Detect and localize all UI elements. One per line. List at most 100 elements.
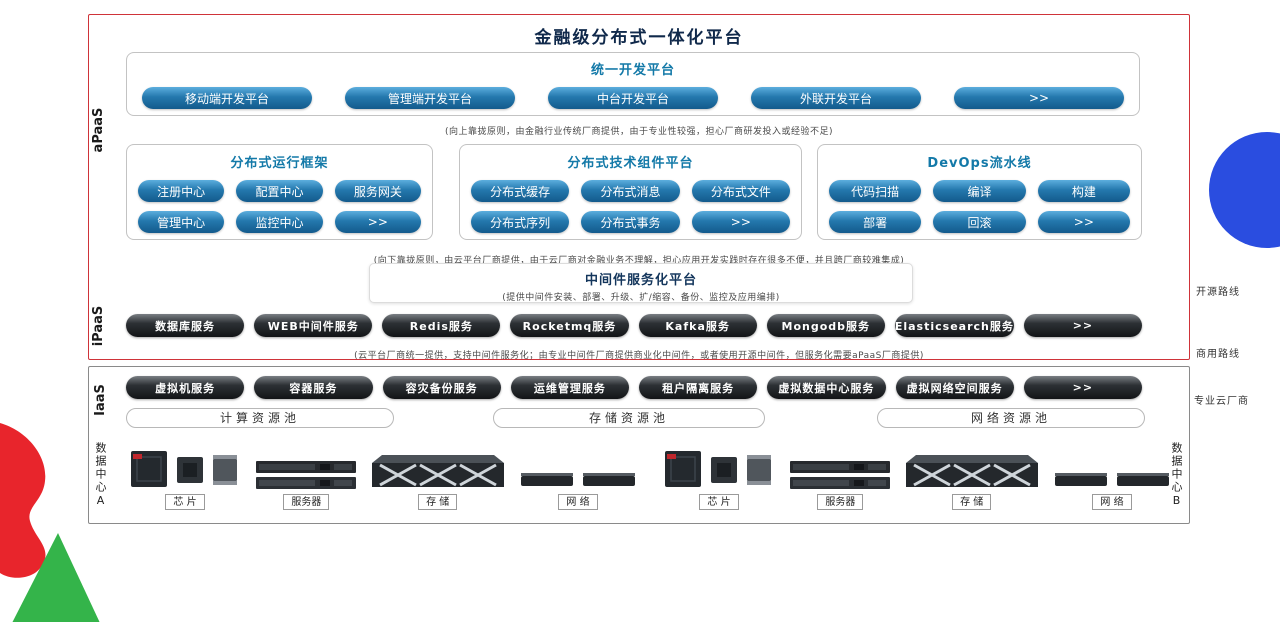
admin-dev-platform-button[interactable]: 管理端开发平台 (345, 87, 515, 109)
hardware-label-server: 服务器 (817, 494, 864, 510)
datacenter-a-label: 数据中心A (94, 442, 107, 509)
registry-center-button[interactable]: 注册中心 (138, 180, 225, 202)
distributed-file-button[interactable]: 分布式文件 (691, 180, 790, 202)
storage-resource-pool: 存储资源池 (493, 408, 765, 428)
storage-cluster: 存 储 (371, 449, 504, 510)
kafka-service-button[interactable]: Kafka服务 (638, 314, 757, 337)
decorative-green-triangle (12, 533, 100, 622)
mobile-dev-platform-button[interactable]: 移动端开发平台 (142, 87, 312, 109)
database-service-button[interactable]: 数据库服务 (126, 314, 245, 337)
chip-cluster: 芯 片 (663, 447, 775, 510)
rollback-button[interactable]: 回滚 (933, 211, 1026, 233)
network-image (520, 473, 635, 486)
distributed-transaction-button[interactable]: 分布式事务 (581, 211, 680, 233)
external-dev-platform-button[interactable]: 外联开发平台 (751, 87, 921, 109)
devops-row-1: 代码扫描 编译 构建 (829, 180, 1130, 202)
route-commercial-label: 商用路线 (1196, 349, 1240, 360)
runtime-row-1: 注册中心 配置中心 服务网关 (138, 180, 421, 202)
hardware-label-chip: 芯 片 (699, 494, 739, 510)
storage-image (371, 455, 504, 487)
note-down-principle: (向下靠拢原则，由云平台厂商提供，由于云厂商对金融业务不理解，担心应用开发实践时… (373, 256, 905, 266)
compile-button[interactable]: 编译 (933, 180, 1026, 202)
framework-box-devops: DevOps流水线 代码扫描 编译 构建 部署 回滚 >> (817, 144, 1142, 240)
chip-image (131, 451, 237, 487)
decorative-red-shape (0, 423, 46, 578)
chip-cluster: 芯 片 (129, 447, 241, 510)
iaas-service-row: 虚拟机服务 容器服务 容灾备份服务 运维管理服务 租户隔离服务 虚拟数据中心服务… (126, 376, 1142, 399)
more-dev-platforms-button[interactable]: >> (954, 87, 1124, 109)
virtual-network-space-service-button[interactable]: 虚拟网络空间服务 (895, 376, 1014, 399)
server-image (790, 461, 891, 489)
devops-row-2: 部署 回滚 >> (829, 211, 1130, 233)
tenant-isolation-service-button[interactable]: 租户隔离服务 (639, 376, 758, 399)
web-middleware-service-button[interactable]: WEB中间件服务 (254, 314, 373, 337)
middleware-platform-title: 中间件服务化平台 (584, 273, 697, 288)
hardware-label-storage: 存 储 (418, 494, 458, 510)
hardware-label-server: 服务器 (283, 494, 330, 510)
layer-label-apaas: aPaaS (91, 107, 106, 153)
config-center-button[interactable]: 配置中心 (236, 180, 323, 202)
network-image (1054, 473, 1169, 486)
more-ipaas-services-button[interactable]: >> (1023, 314, 1142, 337)
container-service-button[interactable]: 容器服务 (254, 376, 373, 399)
disaster-backup-service-button[interactable]: 容灾备份服务 (382, 376, 501, 399)
redis-service-button[interactable]: Redis服务 (382, 314, 501, 337)
hardware-label-storage: 存 储 (952, 494, 992, 510)
chip-image (665, 451, 771, 487)
network-resource-pool: 网络资源池 (877, 408, 1145, 428)
more-runtime-button[interactable]: >> (334, 211, 421, 233)
network-cluster: 网 络 (1053, 465, 1171, 510)
hardware-label-network: 网 络 (1092, 494, 1132, 510)
storage-cluster: 存 储 (905, 449, 1038, 510)
decorative-blue-circle (1209, 132, 1280, 248)
compute-resource-pool: 计算资源池 (126, 408, 394, 428)
middleware-platform-box: 中间件服务化平台 (提供中间件安装、部署、升级、扩/缩容、备份、监控及应用编排) (369, 263, 913, 303)
network-cluster: 网 络 (519, 465, 637, 510)
datacenter-a-hardware-group: 芯 片 服务器 (129, 447, 637, 510)
runtime-framework-title: 分布式运行框架 (230, 156, 329, 171)
route-open-source-label: 开源路线 (1196, 287, 1240, 298)
vm-service-button[interactable]: 虚拟机服务 (126, 376, 245, 399)
runtime-row-2: 管理中心 监控中心 >> (138, 211, 421, 233)
cloud-vendor-label: 专业云厂商 (1194, 396, 1249, 407)
datacenter-b-label: 数据中心B (1170, 442, 1183, 509)
server-cluster: 服务器 (790, 459, 891, 510)
middleware-platform-note: (提供中间件安装、部署、升级、扩/缩容、备份、监控及应用编排) (502, 293, 780, 303)
note-up-principle: (向上靠拢原则，由金融行业传统厂商提供，由于专业性较强，担心厂商研发投入或经验不… (444, 127, 834, 137)
layer-label-ipaas: iPaaS (91, 305, 106, 347)
elasticsearch-service-button[interactable]: Elasticsearch服务 (894, 314, 1014, 337)
mongodb-service-button[interactable]: Mongodb服务 (766, 314, 885, 337)
service-gateway-button[interactable]: 服务网关 (334, 180, 421, 202)
decorative-corner-shapes (0, 423, 100, 622)
iaas-panel: 虚拟机服务 容器服务 容灾备份服务 运维管理服务 租户隔离服务 虚拟数据中心服务… (88, 366, 1190, 524)
server-image (256, 461, 357, 489)
devops-pipeline-title: DevOps流水线 (927, 156, 1032, 171)
code-scan-button[interactable]: 代码扫描 (829, 180, 922, 202)
more-iaas-services-button[interactable]: >> (1023, 376, 1142, 399)
distributed-message-button[interactable]: 分布式消息 (581, 180, 680, 202)
more-components-button[interactable]: >> (691, 211, 790, 233)
unified-dev-box: 统一开发平台 移动端开发平台 管理端开发平台 中台开发平台 外联开发平台 >> (126, 52, 1140, 116)
rocketmq-service-button[interactable]: Rocketmq服务 (510, 314, 629, 337)
storage-image (905, 455, 1038, 487)
framework-box-runtime: 分布式运行框架 注册中心 配置中心 服务网关 管理中心 监控中心 >> (126, 144, 433, 240)
midplatform-dev-button[interactable]: 中台开发平台 (548, 87, 718, 109)
paas-panel: 金融级分布式一体化平台 统一开发平台 移动端开发平台 管理端开发平台 中台开发平… (88, 14, 1190, 361)
ops-management-service-button[interactable]: 运维管理服务 (510, 376, 629, 399)
virtual-datacenter-service-button[interactable]: 虚拟数据中心服务 (767, 376, 886, 399)
layer-label-iaas: IaaS (93, 384, 108, 416)
unified-dev-button-row: 移动端开发平台 管理端开发平台 中台开发平台 外联开发平台 >> (127, 78, 1139, 109)
monitor-center-button[interactable]: 监控中心 (236, 211, 323, 233)
distributed-sequence-button[interactable]: 分布式序列 (471, 211, 570, 233)
unified-dev-title: 统一开发平台 (590, 63, 675, 78)
build-button[interactable]: 构建 (1037, 180, 1130, 202)
hardware-label-chip: 芯 片 (165, 494, 205, 510)
framework-box-components: 分布式技术组件平台 分布式缓存 分布式消息 分布式文件 分布式序列 分布式事务 … (459, 144, 802, 240)
page-title: 金融级分布式一体化平台 (534, 28, 744, 48)
ipaas-service-row: 数据库服务 WEB中间件服务 Redis服务 Rocketmq服务 Kafka服… (126, 314, 1142, 337)
admin-center-button[interactable]: 管理中心 (138, 211, 225, 233)
deploy-button[interactable]: 部署 (829, 211, 922, 233)
distributed-cache-button[interactable]: 分布式缓存 (471, 180, 570, 202)
more-devops-button[interactable]: >> (1037, 211, 1130, 233)
